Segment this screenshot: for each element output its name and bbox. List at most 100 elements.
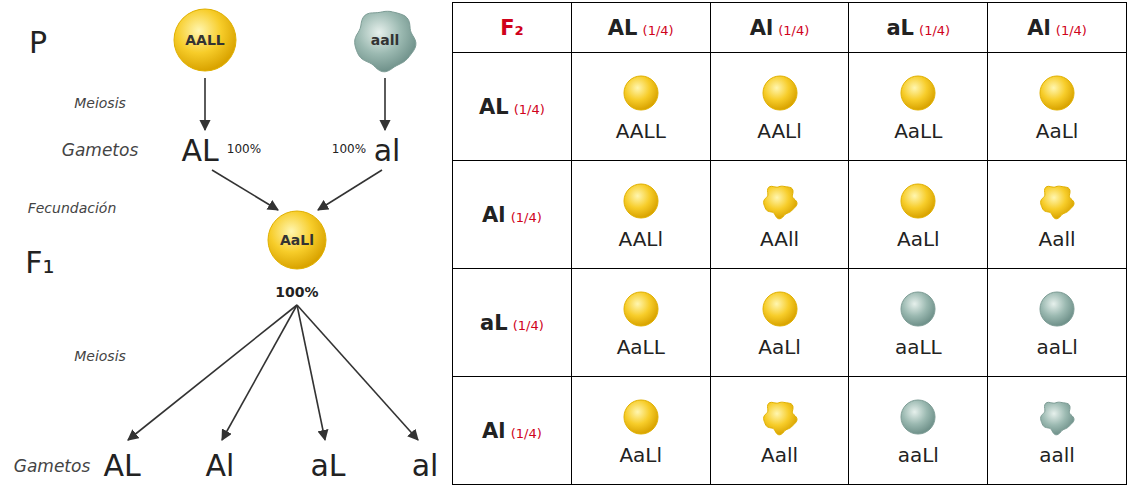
header-row: F₂AL (1/4)Al (1/4)aL (1/4)Al (1/4) [453,3,1127,53]
gamete-label: Al [482,419,505,443]
seed-icon [1037,397,1077,437]
seed-shape [355,11,416,72]
seed-shape [1041,402,1074,435]
seed-shape [624,400,658,434]
step-label: Gametos [14,456,91,476]
punnett-cell: Aall [710,377,849,485]
gamete-label: aL [310,448,345,483]
seed-shape [1040,292,1074,326]
punnett-cell: AaLl [988,53,1127,161]
percent-label: 100% [332,142,366,156]
seed-shape [624,292,658,326]
seed-icon [898,181,938,221]
node-text-box: AaLl [265,208,329,272]
gamete-label: al [374,133,401,168]
probability-label: (1/4) [511,210,542,225]
gamete-header: Al (1/4) [710,3,849,53]
genotype-text: AaLL [849,119,987,143]
seed-shape [268,211,326,269]
seed-icon [1037,289,1077,329]
gamete-header: Al (1/4) [453,161,572,269]
percent-label: 100% [275,284,318,300]
punnett-cell: AALl [571,161,710,269]
punnett-cell: AaLl [571,377,710,485]
seed-icon [621,73,661,113]
seed-shape [901,76,935,110]
seed-shape [174,9,236,71]
gamete-header: Al (1/4) [453,377,572,485]
seed-icon [760,73,800,113]
punnett-cell: AALL [571,53,710,161]
probability-label: (1/4) [513,318,544,333]
seed-icon [1037,73,1077,113]
genotype-text: AAll [711,227,849,251]
generation-label: F₂ [500,16,524,40]
genotype-text: AaLl [849,227,987,251]
seed-icon [760,289,800,329]
punnett-row: aL (1/4)AaLLAaLlaaLLaaLl [453,269,1127,377]
seed-node: AaLl [265,208,329,272]
seed-icon [898,289,938,329]
genotype-text: AaLl [572,443,710,467]
genotype-text: AALL [572,119,710,143]
probability-label: (1/4) [514,102,545,117]
gamete-label: aL [886,16,914,40]
genotype-text: aaLl [988,335,1126,359]
punnett-cell: aaLL [849,269,988,377]
seed-icon [621,289,661,329]
node-text-box: AALL [171,6,239,74]
step-label: Meiosis [74,95,126,111]
gamete-header: AL (1/4) [453,53,572,161]
percent-label: 100% [227,142,261,156]
gamete-label: F₁ [25,245,54,280]
punnett-row: Al (1/4)AALlAAllAaLlAall [453,161,1127,269]
punnett-cell: AaLL [849,53,988,161]
corner-cell: F₂ [453,3,572,53]
gamete-label: AL [103,448,140,483]
seed-icon [760,181,800,221]
gamete-label: Al [750,16,773,40]
gamete-label: Al [1027,16,1050,40]
genotype-text: aall [988,443,1126,467]
seed-icon [621,397,661,437]
seed-shape [763,186,796,219]
seed-shape [763,76,797,110]
seed-icon [621,181,661,221]
genotype-text: AALl [711,119,849,143]
seed-shape [624,76,658,110]
genotype-text: AaLl [988,119,1126,143]
probability-label: (1/4) [778,23,809,38]
gamete-label: al [412,448,439,483]
punnett-cell: aall [988,377,1127,485]
gamete-label: aL [480,311,508,335]
seed-icon [898,397,938,437]
probability-label: (1/4) [643,23,674,38]
punnett-cell: aaLl [988,269,1127,377]
punnett-row: Al (1/4)AaLlAallaaLlaall [453,377,1127,485]
genotype-text: AALL [185,32,225,48]
seed-shape [901,400,935,434]
seed-node: aall [351,6,419,74]
punnett-row: AL (1/4)AALLAALlAaLLAaLl [453,53,1127,161]
gamete-label: AL [608,16,638,40]
arrow-lines [128,78,418,440]
seed-icon [898,73,938,113]
gamete-label: AL [181,133,218,168]
step-label: Fecundación [28,200,117,216]
punnett-cell: Aall [988,161,1127,269]
step-label: Gametos [62,140,139,160]
seed-shape [1041,186,1074,219]
punnett-cell: AaLl [710,269,849,377]
node-text-box: aall [351,6,419,74]
punnett-cell: AaLl [849,161,988,269]
gamete-header: aL (1/4) [453,269,572,377]
punnett-cell: AaLL [571,269,710,377]
punnett-cell: AAll [710,161,849,269]
gamete-label: Al [482,203,505,227]
gamete-header: aL (1/4) [849,3,988,53]
seed-shape [624,184,658,218]
step-label: Meiosis [74,348,126,364]
genotype-text: AaLL [572,335,710,359]
